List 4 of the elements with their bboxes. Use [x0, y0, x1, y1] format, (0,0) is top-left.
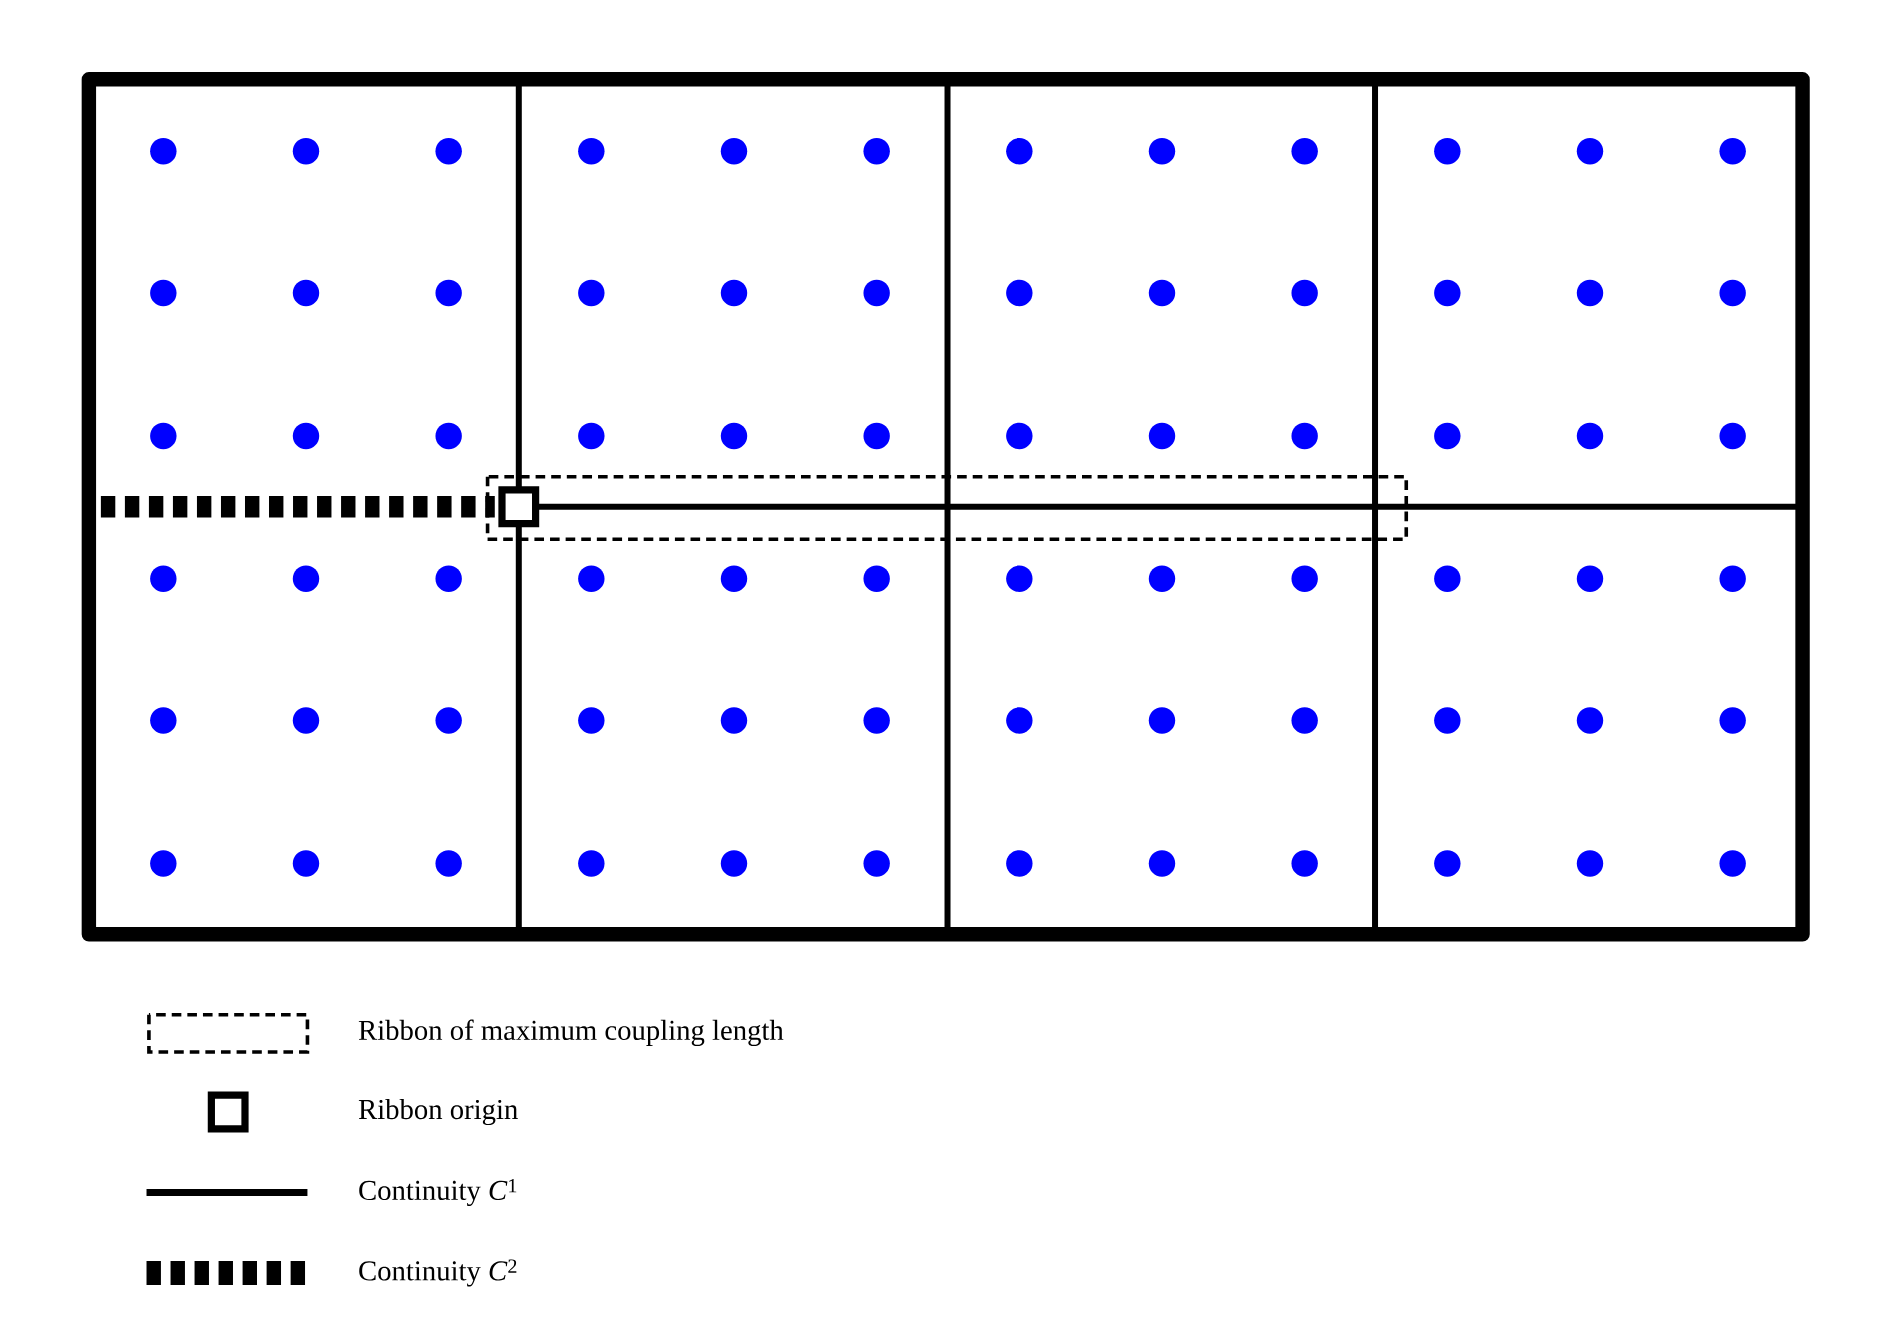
- legend-label: Continuity C$^{1}$: [359, 1179, 517, 1207]
- legend-label: Ribbon origin: [358, 1099, 518, 1126]
- legend-label: Continuity C$^{2}$: [359, 1259, 517, 1287]
- legend-label: Ribbon of maximum coupling length: [358, 1019, 784, 1047]
